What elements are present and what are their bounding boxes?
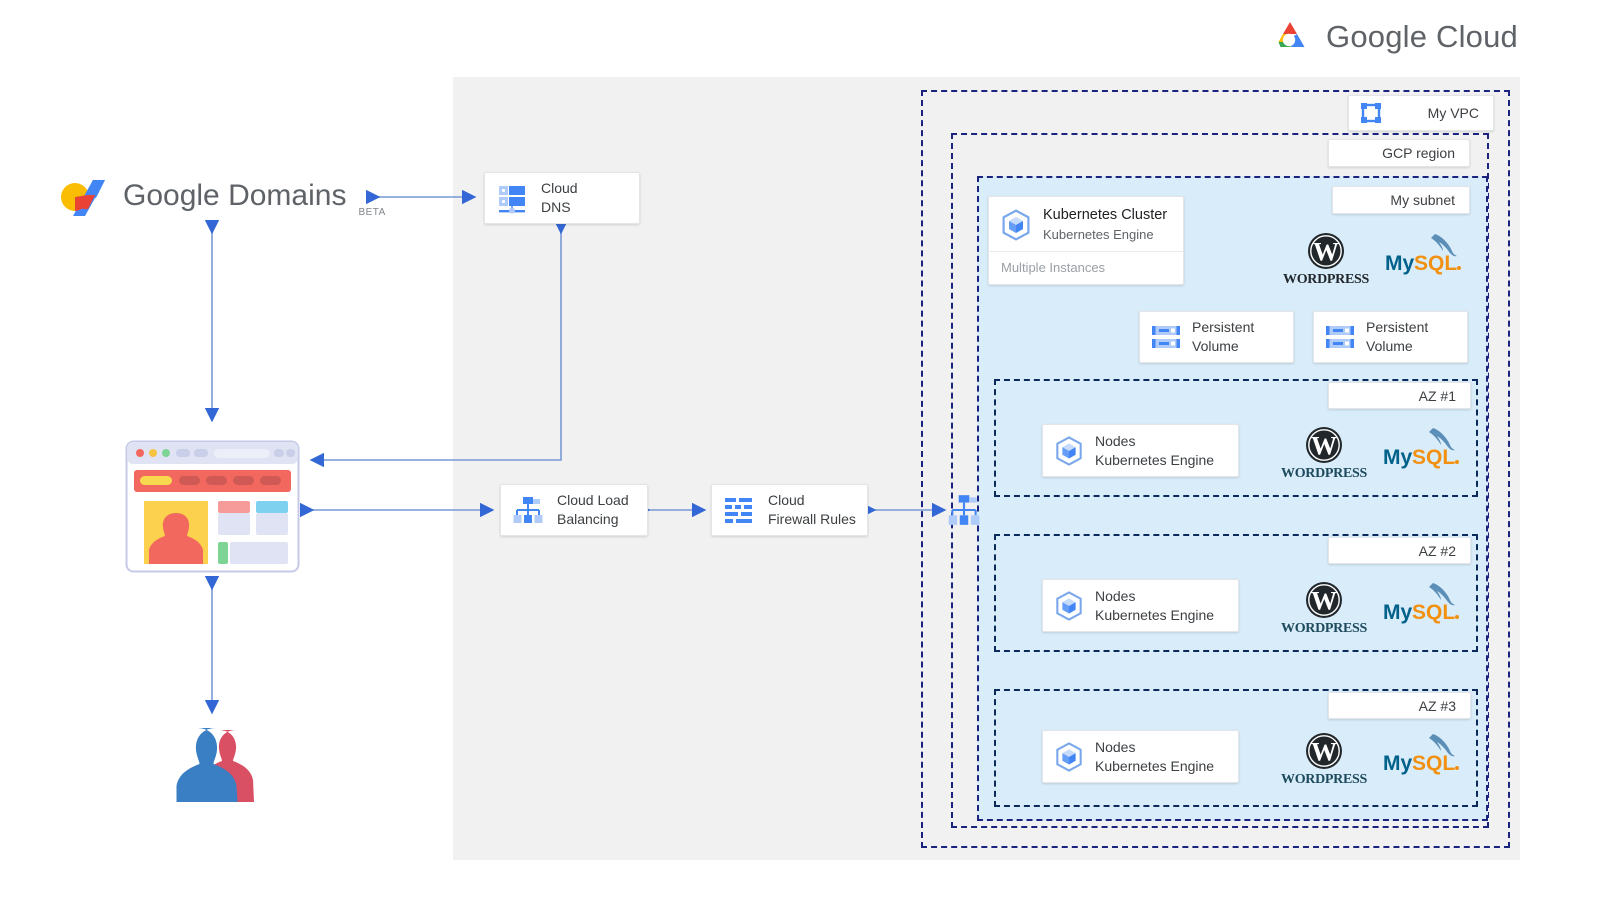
cloud-load-balancing-icon xyxy=(511,493,545,527)
card-persistent-volume-2-line1: Persistent xyxy=(1366,319,1429,336)
kubernetes-icon xyxy=(1053,435,1085,467)
google-domains-brand: Google Domains BETA xyxy=(55,168,386,224)
vpc-icon xyxy=(1359,101,1383,125)
kubernetes-icon xyxy=(1053,590,1085,622)
svg-text:WORDPRESS: WORDPRESS xyxy=(1283,272,1369,287)
logo-mysql-az-3: My SQL xyxy=(1381,728,1465,786)
card-nodes-az-2-line2: Kubernetes Engine xyxy=(1095,606,1215,623)
card-kubernetes-cluster-subtitle: Kubernetes Engine xyxy=(1043,226,1154,242)
svg-text:SQL: SQL xyxy=(1412,601,1455,624)
container-gcp-region xyxy=(951,133,1489,828)
label-az-2: AZ #2 xyxy=(1328,537,1471,564)
logo-wordpress-az-2: W WORDPRESS xyxy=(1281,581,1368,637)
card-cloud-load-balancing-label: Cloud Load Balancing xyxy=(557,491,629,529)
persistent-volume-icon xyxy=(1150,322,1182,352)
label-az-1-text: AZ #1 xyxy=(1418,387,1456,404)
card-cloud-dns-label: Cloud DNS xyxy=(541,179,578,217)
kubernetes-icon xyxy=(999,208,1033,242)
card-nodes-az-2[interactable]: Nodes Kubernetes Engine xyxy=(1042,579,1239,632)
logo-wordpress-az-1: W WORDPRESS xyxy=(1281,426,1368,482)
google-cloud-logo-icon xyxy=(1266,17,1312,57)
svg-text:WORDPRESS: WORDPRESS xyxy=(1281,466,1367,481)
card-nodes-az-1-line1: Nodes xyxy=(1095,432,1136,449)
svg-text:WORDPRESS: WORDPRESS xyxy=(1281,621,1367,636)
google-domains-beta-badge: BETA xyxy=(358,207,386,218)
card-persistent-volume-2-label: Persistent Volume xyxy=(1366,318,1428,356)
two-users-illustration-icon xyxy=(165,722,260,802)
card-cloud-load-balancing[interactable]: Cloud Load Balancing xyxy=(500,484,648,536)
card-persistent-volume-1-label: Persistent Volume xyxy=(1192,318,1254,356)
card-persistent-volume-1[interactable]: Persistent Volume xyxy=(1139,311,1294,363)
card-cloud-firewall-rules-line1: Cloud xyxy=(768,492,805,509)
card-cloud-firewall-rules-line2: Firewall Rules xyxy=(768,511,856,527)
card-nodes-az-1-label: Nodes Kubernetes Engine xyxy=(1095,432,1214,470)
card-cloud-dns[interactable]: Cloud DNS xyxy=(484,172,640,224)
logo-wordpress-cluster: W WORDPRESS xyxy=(1283,232,1370,288)
label-my-vpc: My VPC xyxy=(1348,95,1494,131)
svg-text:W: W xyxy=(1311,432,1337,461)
label-gcp-region-text: GCP region xyxy=(1382,145,1455,161)
logo-mysql-az-1: My SQL xyxy=(1381,422,1465,480)
svg-text:My: My xyxy=(1383,601,1412,624)
logo-mysql-cluster: My SQL xyxy=(1383,228,1467,286)
card-kubernetes-cluster[interactable]: Kubernetes Cluster Kubernetes Engine Mul… xyxy=(988,196,1184,285)
google-cloud-brand: Google Cloud xyxy=(1266,14,1526,60)
svg-text:W: W xyxy=(1311,738,1337,767)
card-kubernetes-cluster-label: Kubernetes Cluster Kubernetes Engine xyxy=(1043,206,1167,243)
card-nodes-az-2-line1: Nodes xyxy=(1095,587,1136,604)
container-my-vpc xyxy=(921,90,1510,848)
persistent-volume-icon xyxy=(1324,322,1356,352)
cloud-dns-icon xyxy=(495,181,529,215)
label-my-subnet: My subnet xyxy=(1332,186,1470,214)
card-persistent-volume-1-line2: Volume xyxy=(1192,338,1239,354)
logo-mysql-az-2: My SQL xyxy=(1381,577,1465,635)
svg-text:W: W xyxy=(1311,587,1337,616)
label-az-3-text: AZ #3 xyxy=(1418,697,1456,714)
card-cloud-load-balancing-line2: Balancing xyxy=(557,511,619,527)
google-cloud-wordmark: Google Cloud xyxy=(1326,19,1518,54)
card-nodes-az-1[interactable]: Nodes Kubernetes Engine xyxy=(1042,424,1239,477)
svg-text:SQL: SQL xyxy=(1412,752,1455,775)
svg-text:My: My xyxy=(1383,752,1412,775)
svg-text:My: My xyxy=(1385,252,1414,275)
card-nodes-az-3-line2: Kubernetes Engine xyxy=(1095,757,1215,774)
google-domains-wordmark: Google Domains xyxy=(123,179,347,212)
card-cloud-firewall-rules[interactable]: Cloud Firewall Rules xyxy=(711,484,868,536)
card-kubernetes-cluster-footer: Multiple Instances xyxy=(989,251,1183,275)
label-az-3: AZ #3 xyxy=(1328,692,1471,719)
svg-text:SQL: SQL xyxy=(1412,446,1455,469)
label-my-subnet-text: My subnet xyxy=(1390,192,1455,208)
card-cloud-dns-line1: Cloud xyxy=(541,180,578,197)
card-cloud-load-balancing-line1: Cloud Load xyxy=(557,492,629,509)
card-nodes-az-2-label: Nodes Kubernetes Engine xyxy=(1095,587,1214,625)
svg-text:W: W xyxy=(1313,238,1339,267)
kubernetes-icon xyxy=(1053,741,1085,773)
card-persistent-volume-2-line2: Volume xyxy=(1366,338,1413,354)
browser-window-illustration-icon xyxy=(125,440,300,573)
card-persistent-volume-2[interactable]: Persistent Volume xyxy=(1313,311,1468,363)
svg-text:WORDPRESS: WORDPRESS xyxy=(1281,772,1367,787)
label-az-2-text: AZ #2 xyxy=(1418,542,1456,559)
card-nodes-az-3-label: Nodes Kubernetes Engine xyxy=(1095,738,1214,776)
google-domains-logo-icon xyxy=(55,172,107,220)
card-nodes-az-3[interactable]: Nodes Kubernetes Engine xyxy=(1042,730,1239,783)
card-cloud-dns-line2: DNS xyxy=(541,199,571,215)
card-persistent-volume-1-line1: Persistent xyxy=(1192,319,1255,336)
label-gcp-region: GCP region xyxy=(1328,139,1470,167)
card-nodes-az-3-line1: Nodes xyxy=(1095,738,1136,755)
card-cloud-firewall-rules-label: Cloud Firewall Rules xyxy=(768,491,856,529)
label-my-vpc-text: My VPC xyxy=(1427,105,1479,121)
svg-text:My: My xyxy=(1383,446,1412,469)
svg-text:SQL: SQL xyxy=(1414,252,1457,275)
cloud-firewall-rules-icon xyxy=(722,493,756,527)
label-az-1: AZ #1 xyxy=(1328,382,1471,409)
logo-wordpress-az-3: W WORDPRESS xyxy=(1281,732,1368,788)
vpc-gateway-load-balancer-icon[interactable] xyxy=(946,492,982,528)
card-nodes-az-1-line2: Kubernetes Engine xyxy=(1095,451,1215,468)
card-kubernetes-cluster-title: Kubernetes Cluster xyxy=(1043,207,1168,223)
